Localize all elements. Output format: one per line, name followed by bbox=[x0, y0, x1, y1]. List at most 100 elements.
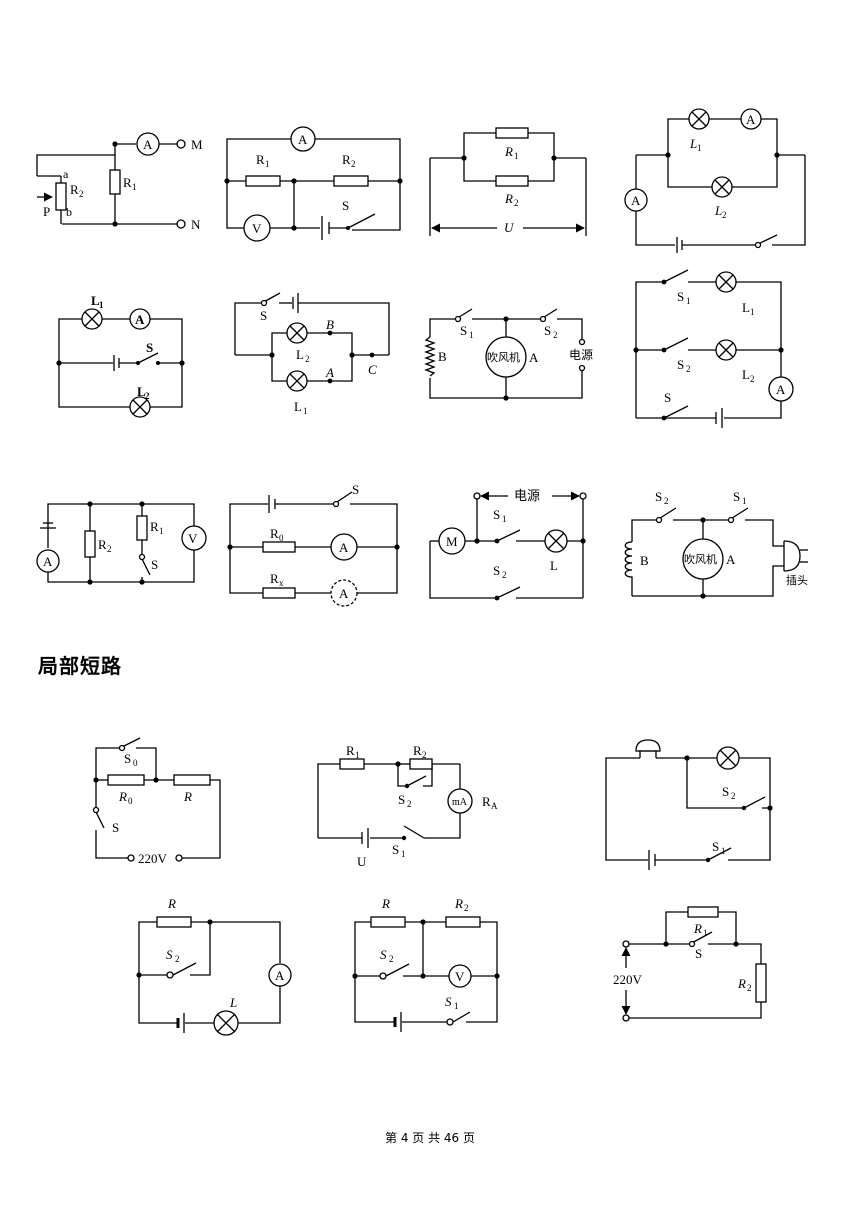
resistor-r2 bbox=[84, 530, 96, 558]
svg-text:2: 2 bbox=[553, 330, 558, 340]
svg-text:V: V bbox=[188, 531, 198, 546]
resistor-r bbox=[370, 916, 406, 928]
svg-text:x: x bbox=[279, 578, 284, 588]
ammeter-icon bbox=[290, 126, 316, 152]
svg-text:R: R bbox=[270, 571, 279, 586]
svg-text:L: L bbox=[229, 995, 237, 1010]
svg-text:1: 1 bbox=[750, 307, 755, 317]
svg-text:2: 2 bbox=[305, 354, 310, 364]
resistor-r1 bbox=[339, 758, 365, 770]
svg-text:1: 1 bbox=[686, 296, 691, 306]
heater-coil-icon bbox=[624, 541, 633, 596]
resistor-r1 bbox=[245, 175, 281, 187]
svg-text:1: 1 bbox=[132, 182, 137, 192]
svg-text:S: S bbox=[151, 557, 158, 572]
svg-text:R: R bbox=[183, 789, 192, 804]
svg-text:R: R bbox=[118, 789, 127, 804]
svg-text:A: A bbox=[339, 586, 349, 601]
bell-icon bbox=[635, 739, 661, 758]
svg-text:2: 2 bbox=[514, 198, 519, 208]
svg-text:1: 1 bbox=[697, 143, 702, 153]
svg-text:A: A bbox=[143, 137, 153, 152]
svg-text:插头: 插头 bbox=[786, 573, 808, 587]
terminal-icon bbox=[473, 492, 481, 500]
svg-text:R: R bbox=[504, 191, 513, 206]
svg-text:M: M bbox=[191, 137, 203, 152]
resistor-r1 bbox=[136, 515, 148, 541]
svg-text:A: A bbox=[298, 132, 308, 147]
svg-text:A: A bbox=[339, 540, 349, 555]
svg-text:2: 2 bbox=[79, 189, 84, 199]
svg-text:2: 2 bbox=[389, 954, 394, 964]
svg-text:b: b bbox=[66, 205, 72, 219]
svg-text:1: 1 bbox=[514, 151, 519, 161]
svg-text:S: S bbox=[677, 357, 684, 372]
svg-text:A: A bbox=[325, 365, 334, 380]
svg-text:0: 0 bbox=[279, 533, 284, 543]
svg-text:R: R bbox=[98, 537, 107, 552]
svg-text:2: 2 bbox=[145, 391, 150, 401]
svg-text:R: R bbox=[454, 896, 463, 911]
svg-text:C: C bbox=[368, 362, 377, 377]
svg-text:A: A bbox=[43, 554, 53, 569]
svg-text:L: L bbox=[742, 367, 750, 382]
svg-text:A: A bbox=[275, 968, 285, 983]
svg-text:S: S bbox=[124, 751, 131, 766]
resistor-r1 bbox=[687, 906, 719, 918]
svg-text:S: S bbox=[398, 792, 405, 807]
resistor-r2 bbox=[445, 916, 481, 928]
resistor-r0 bbox=[107, 774, 145, 786]
svg-text:L: L bbox=[294, 399, 302, 414]
rheostat-r2 bbox=[55, 182, 67, 211]
svg-text:2: 2 bbox=[750, 374, 755, 384]
terminal-icon bbox=[579, 492, 587, 500]
svg-text:2: 2 bbox=[747, 983, 752, 993]
svg-text:L: L bbox=[742, 300, 750, 315]
resistor-r2 bbox=[755, 963, 767, 1003]
svg-text:V: V bbox=[455, 969, 465, 984]
svg-text:1: 1 bbox=[303, 406, 308, 416]
svg-text:S: S bbox=[460, 323, 467, 338]
svg-text:B: B bbox=[640, 553, 649, 568]
svg-text:L: L bbox=[137, 384, 146, 399]
svg-text:L: L bbox=[550, 558, 558, 573]
svg-text:吹风机: 吹风机 bbox=[684, 552, 717, 566]
svg-text:1: 1 bbox=[401, 849, 406, 859]
resistor-r bbox=[156, 916, 192, 928]
svg-text:吹风机: 吹风机 bbox=[487, 350, 520, 364]
svg-text:R: R bbox=[70, 182, 79, 197]
svg-text:S: S bbox=[166, 947, 173, 962]
svg-text:S: S bbox=[380, 947, 387, 962]
svg-text:mA: mA bbox=[452, 797, 468, 808]
svg-text:S: S bbox=[722, 784, 729, 799]
svg-text:1: 1 bbox=[454, 1001, 459, 1011]
svg-text:1: 1 bbox=[355, 750, 360, 760]
svg-text:B: B bbox=[438, 349, 447, 364]
svg-text:A: A bbox=[491, 801, 498, 811]
svg-text:R: R bbox=[381, 896, 390, 911]
svg-text:R: R bbox=[346, 743, 355, 758]
svg-text:2: 2 bbox=[464, 903, 469, 913]
svg-text:2: 2 bbox=[351, 159, 356, 169]
svg-text:P: P bbox=[43, 204, 50, 219]
svg-text:A: A bbox=[726, 552, 736, 567]
svg-text:A: A bbox=[529, 350, 539, 365]
svg-text:V: V bbox=[252, 221, 262, 236]
svg-text:R: R bbox=[504, 144, 513, 159]
svg-text:电源: 电源 bbox=[514, 489, 540, 504]
svg-text:R: R bbox=[693, 921, 702, 936]
svg-text:0: 0 bbox=[128, 796, 133, 806]
svg-text:S: S bbox=[493, 507, 500, 522]
svg-text:2: 2 bbox=[664, 496, 669, 506]
svg-text:1: 1 bbox=[703, 928, 708, 938]
svg-text:R: R bbox=[737, 976, 746, 991]
svg-text:A: A bbox=[631, 193, 641, 208]
